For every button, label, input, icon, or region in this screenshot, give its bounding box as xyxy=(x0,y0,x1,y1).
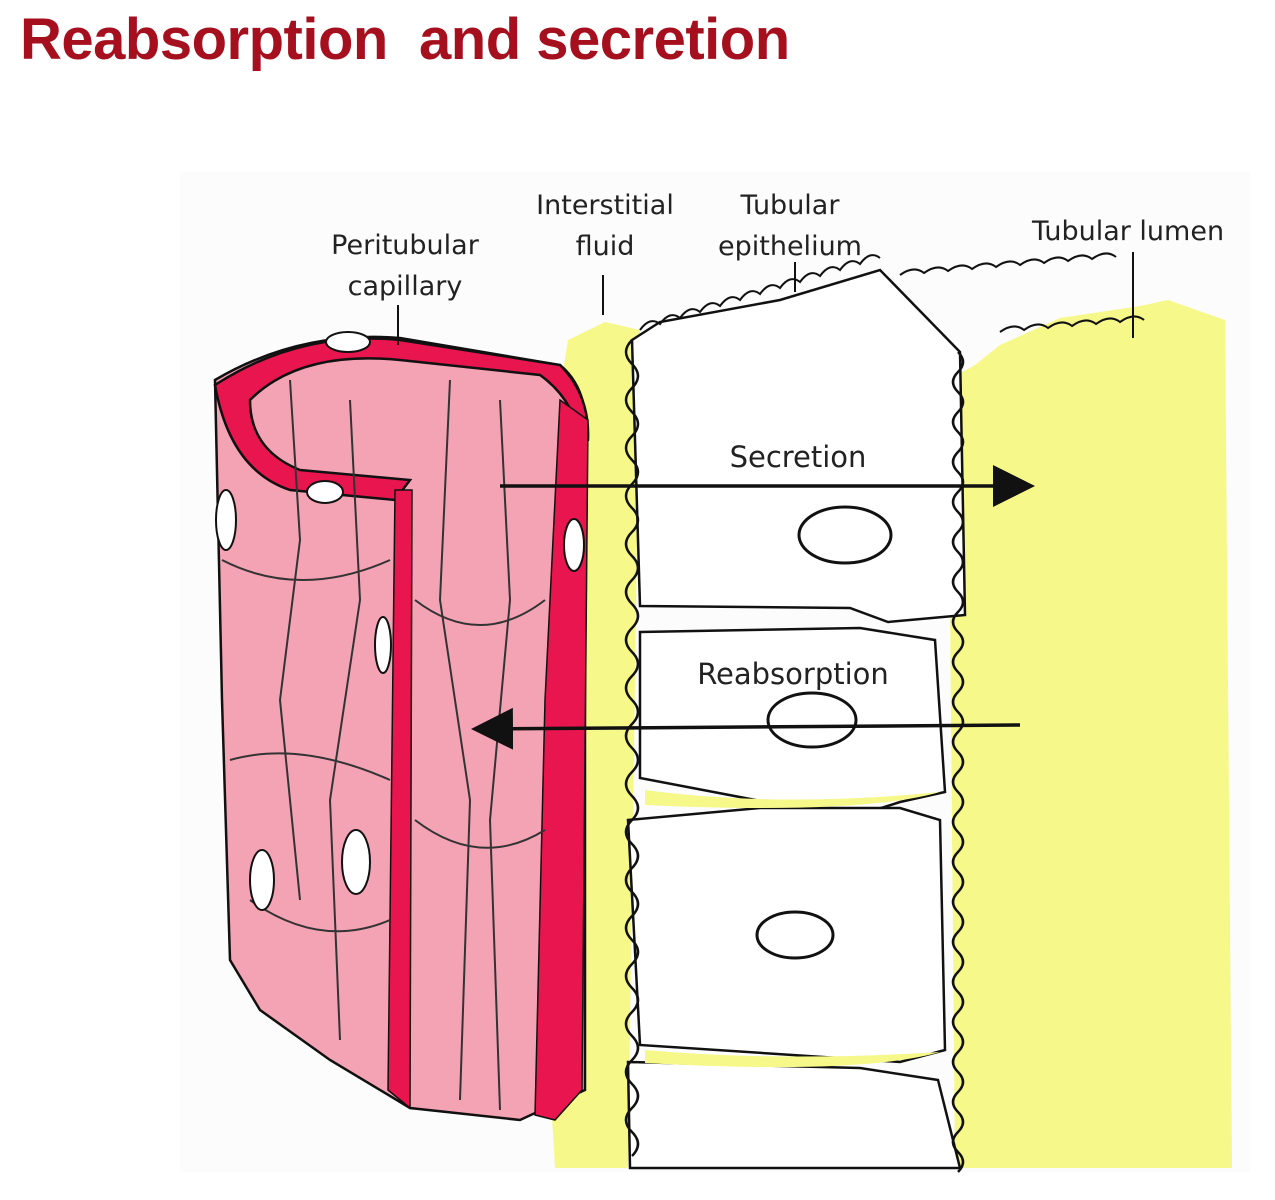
top-brush-border xyxy=(639,252,1145,333)
capillary-wall-stripe xyxy=(387,489,413,1110)
capillary-wall-stripe xyxy=(534,398,589,1121)
tubular-epithelium xyxy=(624,252,1145,1173)
epithelial-cell-4 xyxy=(626,1060,962,1170)
label-interstitial-line1: Interstitial xyxy=(536,190,674,221)
capillary-nucleus xyxy=(306,480,344,504)
intercellular-space xyxy=(645,1050,940,1068)
nucleus xyxy=(766,691,858,749)
page-title: Reabsorption and secretion xyxy=(20,7,790,72)
capillary-nucleus xyxy=(215,489,237,551)
label-peritubular-line1: Peritubular xyxy=(331,230,480,261)
basal-membrane-folds xyxy=(624,339,640,1157)
epithelial-cell-2 xyxy=(638,626,947,820)
label-peritubular-line2: capillary xyxy=(348,271,463,302)
label-reabsorption: Reabsorption xyxy=(697,657,889,691)
label-secretion: Secretion xyxy=(730,440,867,474)
capillary-rim xyxy=(213,337,590,502)
label-tubular-epithelium-line2: epithelium xyxy=(718,231,862,262)
nucleus xyxy=(797,505,893,565)
label-interstitial-line2: fluid xyxy=(576,231,635,262)
intercellular-space xyxy=(645,790,940,809)
tubular-lumen-region xyxy=(948,300,1232,1168)
capillary-nucleus xyxy=(563,518,585,572)
peritubular-capillary xyxy=(213,331,590,1122)
capillary-nucleus xyxy=(341,829,371,895)
label-tubular-lumen: Tubular lumen xyxy=(1031,216,1224,247)
nucleus xyxy=(755,910,835,960)
capillary-nucleus xyxy=(374,616,392,674)
capillary-nucleus xyxy=(249,849,275,911)
label-tubular-epithelium-line1: Tubular xyxy=(740,190,841,221)
reabsorption-arrow xyxy=(471,707,1021,750)
apical-brush-border xyxy=(951,351,965,1173)
capillary-nucleus xyxy=(325,331,371,353)
